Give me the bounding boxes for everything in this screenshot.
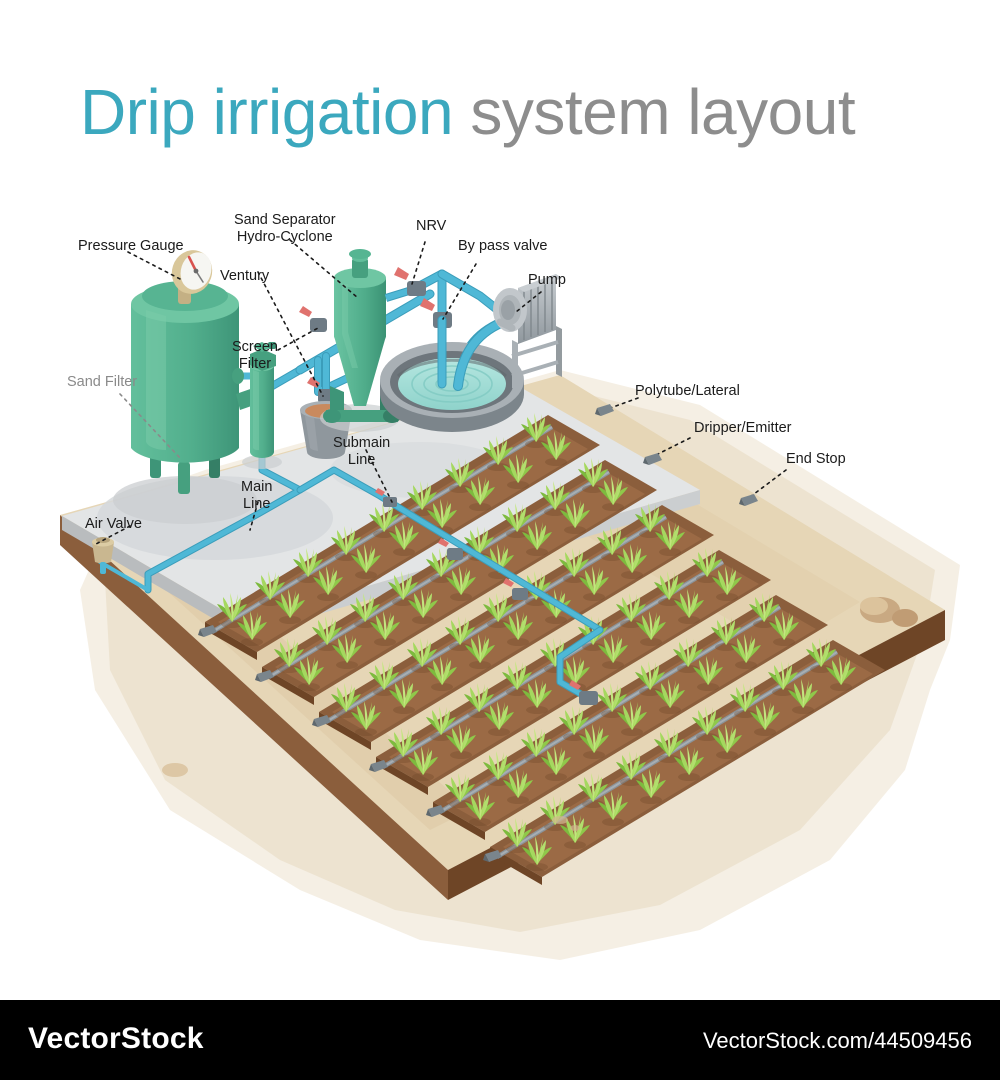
label-screen-filter-line1: Screen — [232, 339, 278, 355]
label-pressure-gauge-text: Pressure Gauge — [78, 238, 184, 254]
label-polytube-lateral: Polytube/Lateral — [635, 383, 740, 400]
label-main-line-line1: Main — [241, 479, 273, 495]
watermark-footer: VectorStock VectorStock.com/44509456 — [0, 1000, 1000, 1080]
vectorstock-brand: VectorStock — [28, 1022, 204, 1055]
screen-filter — [232, 342, 282, 469]
label-bypass-valve-text: By pass valve — [458, 238, 548, 254]
label-end-stop: End Stop — [786, 451, 846, 468]
label-sand-separator: Sand Separator Hydro-Cyclone — [234, 212, 336, 245]
ground-rocks — [162, 597, 918, 831]
label-bypass-valve: By pass valve — [458, 238, 547, 255]
label-dripper-emitter-text: Dripper/Emitter — [694, 420, 792, 436]
page-title: Drip irrigation system layout — [80, 80, 960, 144]
label-dripper-emitter: Dripper/Emitter — [694, 420, 792, 437]
label-sand-separator-line2: Hydro-Cyclone — [236, 228, 333, 245]
hydro-cyclone — [320, 249, 414, 432]
label-ventury-text: Ventury — [220, 268, 270, 284]
label-main-line: Main Line — [241, 479, 272, 512]
pump-unit — [493, 274, 562, 391]
label-sand-filter-text: Sand Filter — [67, 374, 138, 390]
title-accent: Drip irrigation — [80, 76, 454, 148]
label-air-valve: Air Valve — [85, 516, 142, 533]
label-screen-filter-line2: Filter — [238, 355, 272, 372]
vectorstock-url: VectorStock.com/44509456 — [702, 1028, 972, 1053]
label-air-valve-text: Air Valve — [85, 516, 142, 532]
label-submain-line-line2: Line — [347, 451, 376, 468]
air-valve — [92, 537, 114, 574]
label-nrv: NRV — [416, 218, 446, 235]
label-ventury: Ventury — [220, 268, 269, 285]
crop-bed — [198, 415, 600, 660]
label-submain-line: Submain Line — [333, 435, 390, 468]
label-pressure-gauge: Pressure Gauge — [78, 238, 184, 255]
label-submain-line-line1: Submain — [333, 435, 391, 451]
label-pump: Pump — [528, 272, 566, 289]
label-pump-text: Pump — [528, 272, 566, 288]
label-nrv-text: NRV — [416, 218, 447, 234]
leader-lines — [95, 239, 787, 545]
label-screen-filter: Screen Filter — [232, 339, 278, 372]
pressure-gauge-icon — [171, 250, 213, 294]
label-main-line-line2: Line — [243, 495, 271, 512]
title-grey: system layout — [470, 76, 856, 148]
sand-filter-tank — [113, 250, 304, 524]
label-end-stop-text: End Stop — [786, 451, 846, 467]
label-sand-separator-line1: Sand Separator — [234, 212, 336, 228]
water-tank — [380, 342, 524, 432]
drip-irrigation-diagram — [0, 170, 1000, 960]
submain-valves — [375, 488, 598, 705]
label-polytube-lateral-text: Polytube/Lateral — [635, 383, 740, 399]
label-sand-filter: Sand Filter — [67, 374, 137, 391]
